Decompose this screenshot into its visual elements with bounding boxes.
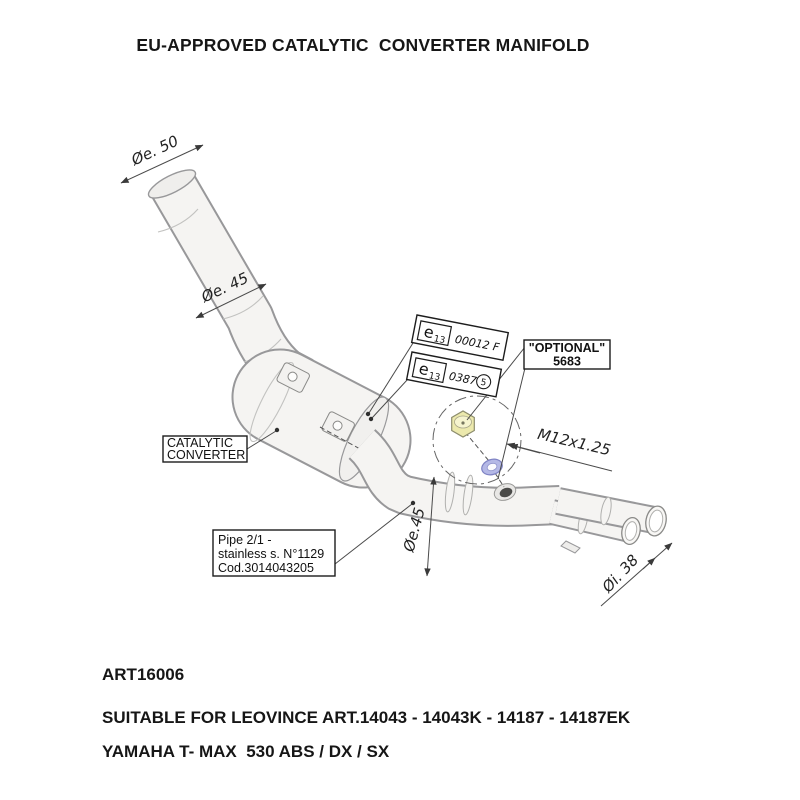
mark-letter: e (422, 322, 435, 343)
leader-optional-washer (497, 367, 526, 480)
pipe-seam (157, 208, 199, 233)
catalytic-label-line1: CATALYTIC (167, 436, 233, 450)
outlet-tip-upper (645, 505, 667, 537)
homologation-box-1: e 13 00012 F (410, 314, 510, 362)
dim-label-outlet: Øi. 38 (598, 551, 642, 597)
pipe-label-box: Pipe 2/1 - stainless s. N°1129 Cod.30140… (212, 529, 336, 577)
dim-line-outlet (600, 542, 673, 607)
leader-homologation-1 (368, 342, 414, 414)
dim-line-outlet-arrow (642, 557, 656, 570)
mounting-bracket-upper (276, 362, 310, 393)
rear-pipe (347, 429, 667, 554)
leader-dot (365, 411, 371, 417)
mark-number: 13 (433, 334, 446, 346)
optional-label-box: "OPTIONAL" 5683 (523, 339, 611, 370)
dim-label-inlet: Øe. 50 (128, 132, 182, 170)
outlet-tip-lower (621, 517, 641, 545)
circled-digit (476, 374, 492, 390)
pipe-label-line2: stainless s. N°1129 (218, 547, 324, 561)
leader-dot (368, 416, 374, 422)
outlet-collar (600, 496, 612, 526)
art-code: ART16006 (102, 665, 185, 684)
leader-pipe-label (334, 503, 413, 565)
vehicle-line: YAMAHA T- MAX 530 ABS / DX / SX (102, 742, 390, 761)
dim-line-inlet (120, 144, 204, 184)
catalytic-label-box: CATALYTIC CONVERTER (162, 435, 248, 463)
mark-letter: e (417, 359, 430, 380)
dim-line-mid (195, 283, 267, 319)
compatibility-line: SUITABLE FOR LEOVINCE ART.14043 - 14043K… (102, 708, 631, 727)
dim-line-rear (424, 476, 437, 577)
optional-parts-detail (432, 395, 522, 488)
rear-pipe-collar (462, 474, 474, 516)
circled-digit-value: 5 (480, 378, 488, 389)
bolt-hole (493, 483, 517, 501)
rear-pipe-collar (444, 471, 456, 513)
homologation-box-2: e 13 0387 5 (405, 351, 503, 398)
pipe-label-line3: Cod.3014043205 (218, 561, 314, 575)
optional-circle (432, 395, 522, 485)
dim-line-thread-arrow (509, 443, 541, 454)
leader-catalytic (246, 430, 277, 450)
bolt-axis-line (464, 431, 505, 488)
catalytic-label-line2: CONVERTER (167, 448, 245, 462)
optional-code: 5683 (553, 355, 581, 369)
mark-code-bottom: 0387 (448, 370, 478, 388)
optional-label: "OPTIONAL" (529, 341, 606, 355)
leader-dot (410, 500, 416, 506)
outlet-tab (560, 540, 581, 554)
leader-dot (274, 427, 280, 433)
mark-number: 13 (428, 371, 441, 383)
page-title: EU-APPROVED CATALYTIC CONVERTER MANIFOLD (136, 35, 590, 55)
converter-band (249, 361, 295, 443)
leader-homologation-2 (371, 378, 409, 419)
mounting-bracket-lower (321, 411, 355, 442)
pipe-label-line1: Pipe 2/1 - (218, 533, 272, 547)
